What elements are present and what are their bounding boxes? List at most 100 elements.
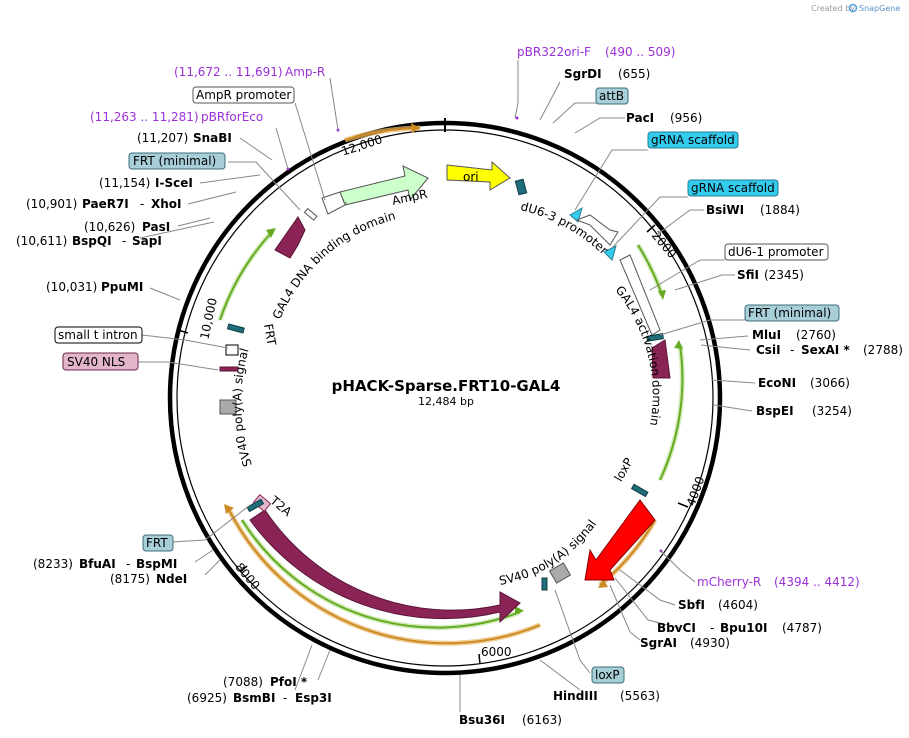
mcherry-feature bbox=[584, 499, 656, 581]
mcherry-r-arc bbox=[599, 519, 656, 586]
leader-pbrforeco bbox=[275, 127, 289, 170]
leader-mcherry-r bbox=[660, 550, 696, 583]
ori-label: ori bbox=[463, 170, 479, 184]
pbr322ori-primer-site bbox=[514, 178, 528, 196]
site-bspei-name: BspEI bbox=[756, 404, 794, 418]
site-csii-sep: - bbox=[790, 343, 794, 357]
site-bfuai-pos: (8233) bbox=[33, 557, 73, 571]
leader-bsmbi bbox=[294, 644, 313, 691]
loxp-bottom-box bbox=[591, 666, 625, 684]
green-arc-right bbox=[659, 344, 684, 481]
ori-feature bbox=[446, 160, 511, 191]
leader-sbfi bbox=[619, 569, 676, 606]
plasmid-length: 12,484 bp bbox=[418, 395, 474, 408]
site-bsmbi-name: BsmBI bbox=[233, 691, 275, 705]
leader-grna-2 bbox=[611, 196, 688, 249]
leader-small-t bbox=[141, 334, 229, 349]
gal4-activation-domain-feature bbox=[651, 339, 671, 379]
amp-r-primer-arc-glow bbox=[344, 125, 421, 143]
leader-bsiwi bbox=[654, 209, 704, 237]
tick-label-6000: 6000 bbox=[481, 645, 512, 659]
leader-snabi bbox=[239, 137, 273, 161]
site-bbvci-name2: Bpu10I bbox=[720, 621, 767, 635]
site-bsiwi-pos: (1884) bbox=[760, 203, 800, 217]
leader-sfii bbox=[674, 274, 735, 291]
site-ppumi-pos: (10,031) bbox=[46, 280, 97, 294]
sv40pa-right-label: SV40 poly(A) signal bbox=[498, 517, 599, 588]
gal4-dbd-feature bbox=[274, 216, 306, 259]
green-arc-left-head-icon bbox=[266, 228, 276, 238]
sv40-nls-feature bbox=[219, 366, 239, 372]
tick-10000 bbox=[177, 329, 189, 334]
leader-pfoi bbox=[317, 649, 331, 681]
ampr-promoter-label: AmpR promoter bbox=[196, 88, 291, 102]
frt-minimal-right-box bbox=[744, 304, 840, 322]
leader-paci bbox=[574, 117, 625, 134]
loxp-in-label: loxP bbox=[611, 455, 635, 483]
snapgene-logo-icon bbox=[848, 3, 858, 13]
watermark-prefix: Created by bbox=[811, 4, 855, 13]
site-scei-name: I-SceI bbox=[155, 176, 193, 190]
t2a-label: T2A bbox=[267, 493, 295, 520]
green-arc-right-head-icon bbox=[674, 340, 683, 349]
du6-1-promoter-feature bbox=[619, 254, 661, 336]
green-arc-bottom bbox=[241, 519, 521, 629]
pbr322ori-primer-name: pBR322ori-F bbox=[517, 45, 591, 59]
green-arc-bottom-head-icon bbox=[515, 606, 524, 615]
site-bsmbi-sep: - bbox=[283, 691, 287, 705]
site-paci-name: PacI bbox=[626, 111, 654, 125]
amp-r-primer-name: Amp-R bbox=[285, 65, 325, 79]
ampr-promoter-feature bbox=[321, 191, 346, 215]
leader-sv40nls bbox=[138, 361, 219, 371]
frt-inner-left-feature bbox=[226, 323, 245, 334]
grna-scaffold-1-label: gRNA scaffold bbox=[651, 133, 735, 147]
site-paer7i-pos: (10,901) bbox=[26, 197, 77, 211]
leader-paer7i bbox=[187, 191, 237, 205]
site-scei-pos: (11,154) bbox=[99, 176, 150, 190]
site-bsu36i-pos: (6163) bbox=[522, 713, 562, 727]
site-mlui-pos: (2760) bbox=[796, 328, 836, 342]
site-pfoi-name: PfoI * bbox=[270, 675, 308, 689]
pbr322ori-primer-range: (490 .. 509) bbox=[605, 45, 675, 59]
leader-sgrdi bbox=[539, 81, 561, 121]
leader-frt-min-r bbox=[659, 319, 745, 336]
site-csii-pos: (2788) bbox=[863, 343, 903, 357]
site-ndei-name: NdeI bbox=[156, 572, 187, 586]
site-ppumi-name: PpuMI bbox=[101, 280, 143, 294]
site-ndei-pos: (8175) bbox=[110, 572, 150, 586]
site-bfuai-sep: - bbox=[126, 557, 130, 571]
loxp-right-feature bbox=[630, 483, 649, 498]
tick-2000 bbox=[646, 224, 656, 233]
leader-bspqi bbox=[139, 221, 215, 239]
frt-left-feature bbox=[246, 498, 265, 513]
site-bspqi-name2: SapI bbox=[132, 234, 162, 248]
site-bsiwi-name: BsiWI bbox=[706, 203, 744, 217]
sv40-nls-box bbox=[62, 352, 139, 371]
site-sgrai-name: SgrAI bbox=[640, 636, 677, 650]
site-econi-name: EcoNI bbox=[758, 376, 796, 390]
tick-4000 bbox=[677, 502, 689, 508]
amp-r-primer-range: (11,672 .. 11,691) bbox=[174, 65, 283, 79]
attb-box bbox=[595, 87, 629, 105]
green-arc-left bbox=[219, 231, 273, 321]
site-csii-name2: SexAI * bbox=[801, 343, 850, 357]
gal4-orange-arc bbox=[227, 507, 541, 645]
leader-bbvci bbox=[614, 577, 681, 629]
grna-scaffold-2-label: gRNA scaffold bbox=[691, 181, 775, 195]
site-snabi-pos: (11,207) bbox=[137, 131, 188, 145]
pbrforeco-primer-range: (11,263 .. 11,281) bbox=[90, 110, 199, 124]
leader-sgrai bbox=[609, 584, 641, 641]
leader-frt-min-l bbox=[228, 161, 301, 211]
site-paer7i-name: PaeR7I bbox=[82, 197, 129, 211]
gal4-act-label-path: GAL4 activation domain bbox=[613, 283, 664, 427]
leader-du6-1 bbox=[649, 259, 725, 291]
ampr-promoter-box bbox=[192, 86, 295, 104]
du6-1-label: dU6-1 promoter bbox=[728, 245, 824, 259]
small-t-intron-feature bbox=[225, 344, 239, 356]
site-bsmbi-name2: Esp3I bbox=[295, 691, 332, 705]
loxp-bottom-label: loxP bbox=[595, 668, 620, 682]
site-econi-pos: (3066) bbox=[810, 376, 850, 390]
site-bspqi-sep: - bbox=[122, 234, 126, 248]
site-sgrdi-pos: (655) bbox=[618, 67, 650, 81]
